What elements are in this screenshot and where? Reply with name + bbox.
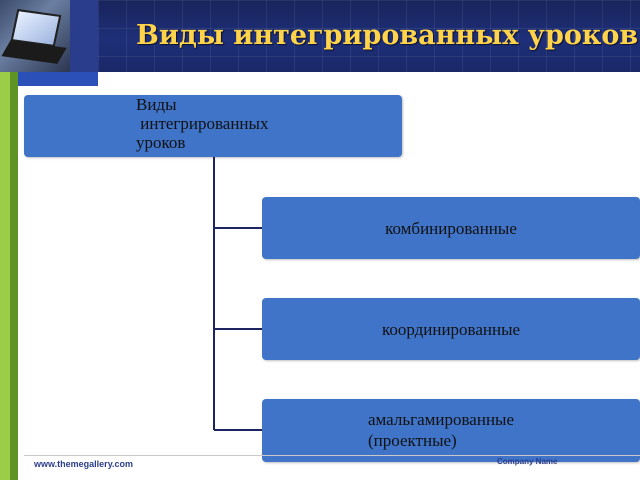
footer-company-name: Company Name (497, 457, 557, 466)
diagram-child-node-coordinated: координированные (262, 298, 640, 360)
root-node-label: Виды интегрированных уроков (136, 95, 268, 152)
child-node-label: амальгамированные (проектные) (368, 409, 514, 451)
child-node-label: комбинированные (262, 219, 640, 239)
footer-url: www.themegallery.com (34, 459, 133, 469)
diagram-root-node: Виды интегрированных уроков (24, 95, 402, 157)
diagram-child-node-combined: комбинированные (262, 197, 640, 259)
child-node-label: координированные (262, 320, 640, 340)
diagram-child-node-amalgamated: амальгамированные (проектные) (262, 399, 640, 462)
footer-divider (24, 455, 640, 456)
